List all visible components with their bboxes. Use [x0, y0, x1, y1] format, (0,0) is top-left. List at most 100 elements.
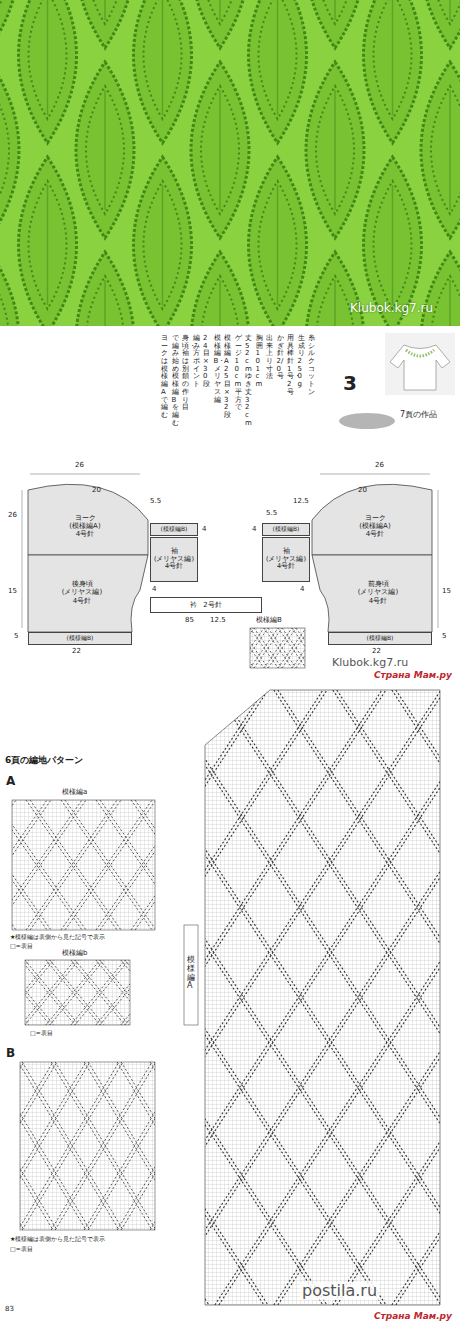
body-outline — [28, 555, 148, 632]
symbol-row — [0, 690, 386, 1305]
symbol-row — [150, 1062, 155, 1230]
chart-grid — [250, 628, 305, 668]
symbol-row — [55, 1062, 155, 1230]
symbol-row — [121, 1062, 155, 1230]
instruction-text: 丈52cm ゆき丈32cm — [245, 335, 252, 427]
piece-label: 後身頃 — [72, 580, 93, 588]
symbol-row — [20, 1062, 86, 1230]
symbol-row — [131, 800, 155, 930]
symbol-row — [125, 960, 130, 1025]
piece-label: (メリヤス編) — [62, 588, 102, 596]
symbol-row — [278, 690, 460, 1305]
symbol-row — [30, 800, 121, 930]
symbol-row — [274, 690, 460, 1305]
annotation: 15 — [8, 588, 17, 596]
dimension-line — [22, 474, 438, 628]
symbol-row — [154, 1062, 155, 1230]
symbol-row — [30, 800, 121, 930]
pattern-piece: 袖(メリヤス編)4号針 — [150, 537, 198, 582]
symbol-row — [396, 690, 460, 1305]
symbol-row — [0, 690, 209, 1305]
piece-label: 4号針 — [165, 563, 183, 570]
symbol-row — [0, 690, 323, 1305]
symbol-row — [0, 690, 382, 1305]
annotation: □=表目 — [10, 943, 33, 950]
symbol-row — [97, 690, 460, 1305]
symbol-row — [12, 800, 82, 930]
piece-label: ヨーク — [365, 514, 386, 522]
chart-title-box — [184, 925, 198, 1025]
symbol-row — [0, 690, 268, 1305]
symbol-row — [451, 690, 460, 1305]
symbol-row — [100, 800, 155, 930]
instruction-text: 出来上り寸法 — [266, 335, 273, 381]
symbol-row — [100, 960, 130, 1025]
symbol-row — [96, 800, 155, 930]
symbol-row — [84, 1062, 155, 1230]
symbol-row — [250, 628, 254, 668]
chart-symbols — [12, 800, 155, 930]
symbol-row — [264, 628, 292, 668]
annotation: 4 — [252, 526, 256, 534]
symbol-row — [42, 690, 445, 1305]
symbol-row — [250, 628, 278, 668]
symbol-row — [20, 1062, 119, 1230]
symbol-row — [296, 628, 305, 668]
symbol-row — [250, 628, 254, 668]
piece-label: 2号針 — [203, 601, 221, 609]
symbol-row — [135, 800, 155, 930]
annotation: 26 — [375, 462, 384, 470]
watermark: Klubok.kg7.ru — [350, 302, 433, 315]
piece-label: (模様編B) — [67, 635, 94, 642]
instruction-text: ヨークは模様編Aで編む — [161, 335, 168, 420]
symbol-row — [282, 628, 305, 668]
symbol-row — [61, 800, 152, 930]
symbol-row — [20, 1062, 90, 1230]
annotation: B — [6, 1047, 15, 1060]
piece-label: (メリヤス編) — [266, 556, 306, 563]
symbol-row — [88, 1062, 155, 1230]
symbol-row — [282, 628, 305, 668]
symbol-row — [12, 800, 86, 930]
symbol-row — [20, 1062, 24, 1230]
symbol-row — [292, 628, 305, 668]
symbol-row — [0, 690, 264, 1305]
symbol-row — [0, 690, 87, 1305]
symbol-row — [0, 690, 382, 1305]
instruction-text: 24目×30段 — [203, 335, 210, 389]
symbol-row — [20, 1062, 86, 1230]
symbol-row — [0, 690, 327, 1305]
piece-label: (模様編A) — [69, 522, 100, 530]
pattern-piece: (模様編B) — [328, 632, 432, 645]
symbol-row — [75, 960, 129, 1025]
symbol-row — [22, 1062, 123, 1230]
symbol-row — [25, 960, 26, 1025]
symbol-row — [100, 800, 155, 930]
symbol-row — [20, 1062, 53, 1230]
symbol-row — [135, 800, 155, 930]
symbol-row — [0, 690, 146, 1305]
instruction-text: 生成り250g — [298, 335, 305, 389]
annotation: 85 — [185, 617, 194, 625]
symbol-row — [0, 690, 327, 1305]
symbol-row — [25, 960, 79, 1025]
annotation: 模様編a — [62, 789, 87, 797]
annotation: 5 — [442, 633, 446, 641]
symbol-row — [156, 690, 460, 1305]
annotation: ★模様編は表側から見た記号で表示 — [10, 934, 105, 941]
annotation: 26 — [75, 462, 84, 470]
annotation: 83 — [5, 1306, 14, 1314]
piece-label: 4号針 — [366, 530, 384, 538]
symbol-row — [20, 1062, 24, 1230]
annotation: 7頁の作品 — [400, 411, 437, 420]
swatch-oval — [339, 413, 395, 429]
symbol-row — [121, 960, 130, 1025]
pattern-piece: 衿2号針 — [150, 597, 262, 613]
symbol-row — [278, 690, 460, 1305]
sweater-photo — [385, 333, 455, 395]
pattern-piece: (模様編B) — [262, 523, 310, 536]
chart-grid — [205, 690, 440, 1305]
annotation: 20 — [358, 487, 367, 495]
instruction-text: 用具 棒針1号・2号 — [287, 335, 294, 397]
